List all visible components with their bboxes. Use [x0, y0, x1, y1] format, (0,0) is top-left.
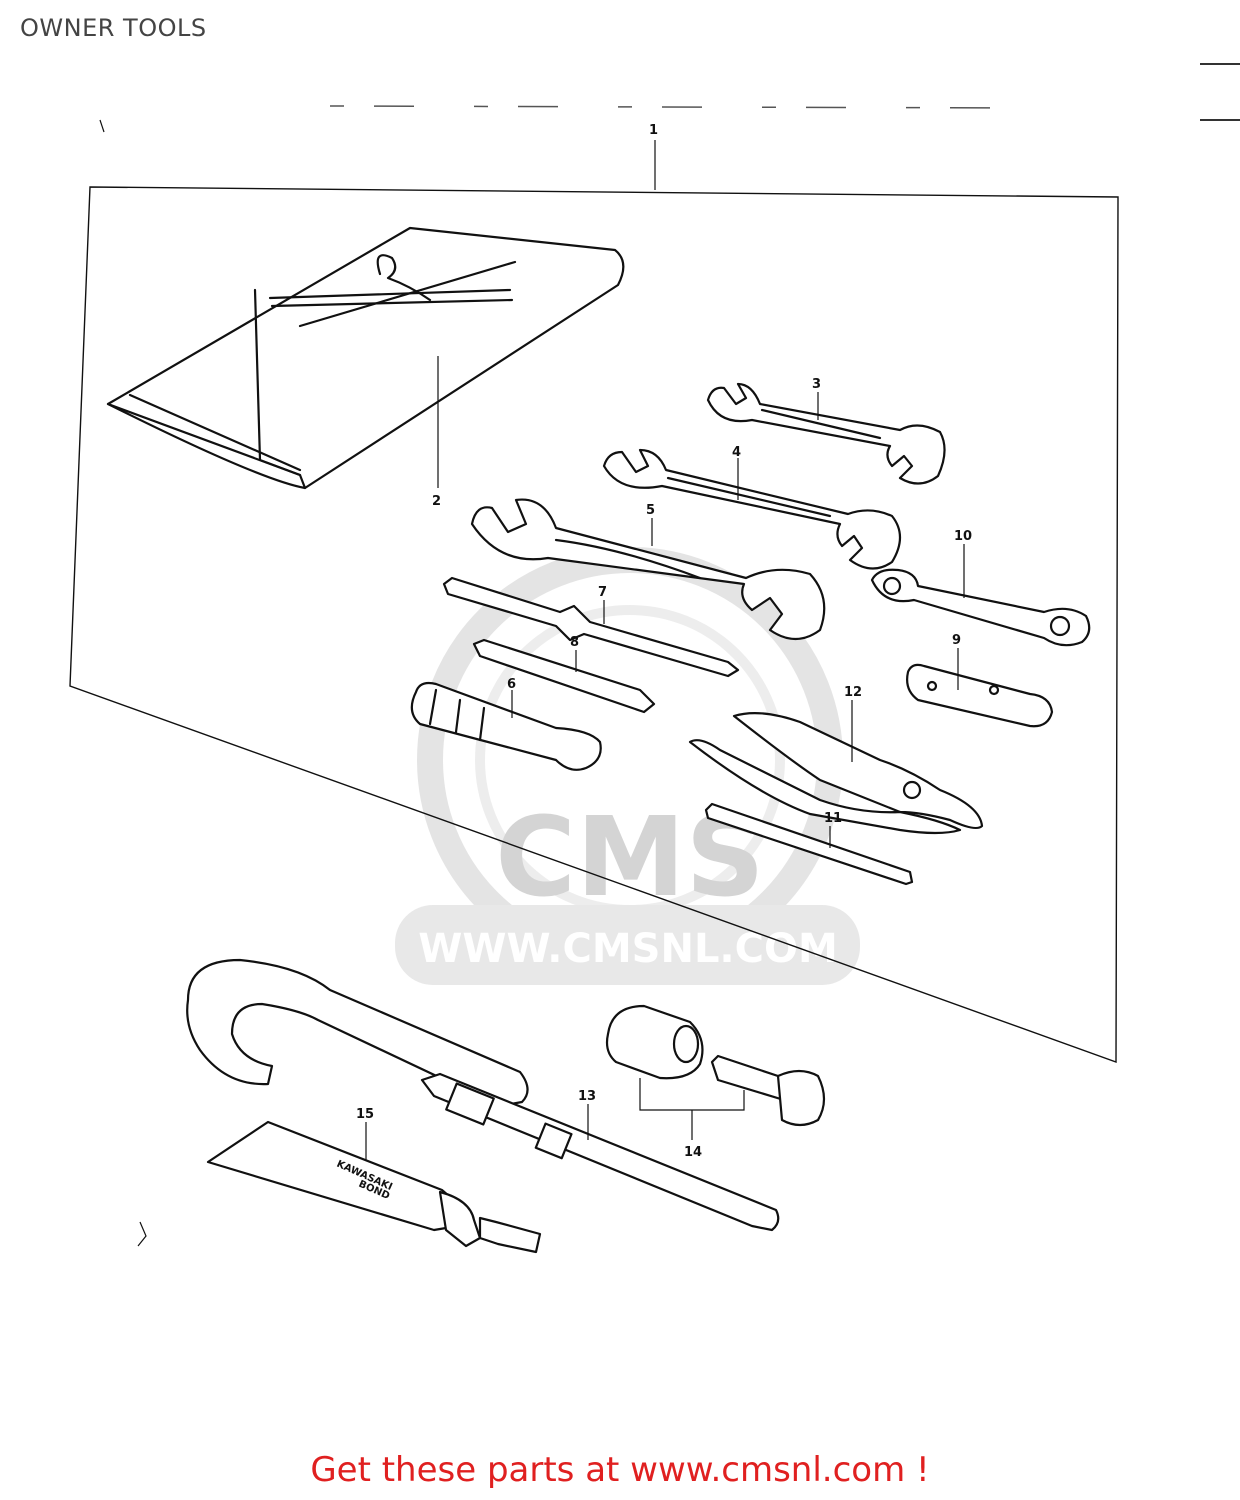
wrench-3: [706, 382, 946, 485]
callout-13: 13: [578, 1089, 596, 1104]
wrench-5: [470, 498, 826, 641]
screwdriver-handle-6: [410, 681, 602, 771]
screwdriver-shaft-7: [442, 576, 740, 678]
callout-7: 7: [598, 585, 607, 600]
callout-1: 1: [649, 123, 658, 138]
callout-9: 9: [952, 633, 961, 648]
edge-marks: [329, 63, 1240, 121]
hook-puller-13: [186, 958, 780, 1232]
tool-kit-boundary: [69, 186, 1119, 1063]
callout-6: 6: [507, 677, 516, 692]
get-parts-link[interactable]: Get these parts at www.cmsnl.com !: [310, 1450, 930, 1490]
rod-11: [704, 802, 914, 886]
pliers-12: [688, 712, 984, 835]
leader-14: [639, 1078, 745, 1140]
callout-3: 3: [812, 377, 821, 392]
screwdriver-bit-8: [472, 638, 656, 714]
nut-and-bolt-14: [605, 1004, 826, 1127]
callout-4: 4: [732, 445, 741, 460]
callout-11: 11: [824, 811, 842, 826]
ring-spanner-10: [870, 568, 1091, 647]
callout-2: 2: [432, 494, 441, 509]
box-spanner-9: [906, 663, 1054, 728]
callout-10: 10: [954, 529, 972, 544]
callout-14: 14: [684, 1145, 702, 1160]
callout-5: 5: [646, 503, 655, 518]
page-title: OWNER TOOLS: [20, 14, 207, 42]
bond-tube-15: KAWASAKI BOND: [206, 1120, 542, 1254]
callout-12: 12: [844, 685, 862, 700]
callout-15: 15: [356, 1107, 374, 1122]
watermark-url-text: WWW.CMSNL.COM: [418, 926, 838, 972]
stray-mark: [99, 119, 147, 1247]
cms-watermark: CMS WWW.CMSNL.COM: [395, 547, 860, 985]
tool-bag: [106, 226, 625, 490]
wrench-4: [602, 448, 902, 570]
callout-8: 8: [570, 635, 579, 650]
